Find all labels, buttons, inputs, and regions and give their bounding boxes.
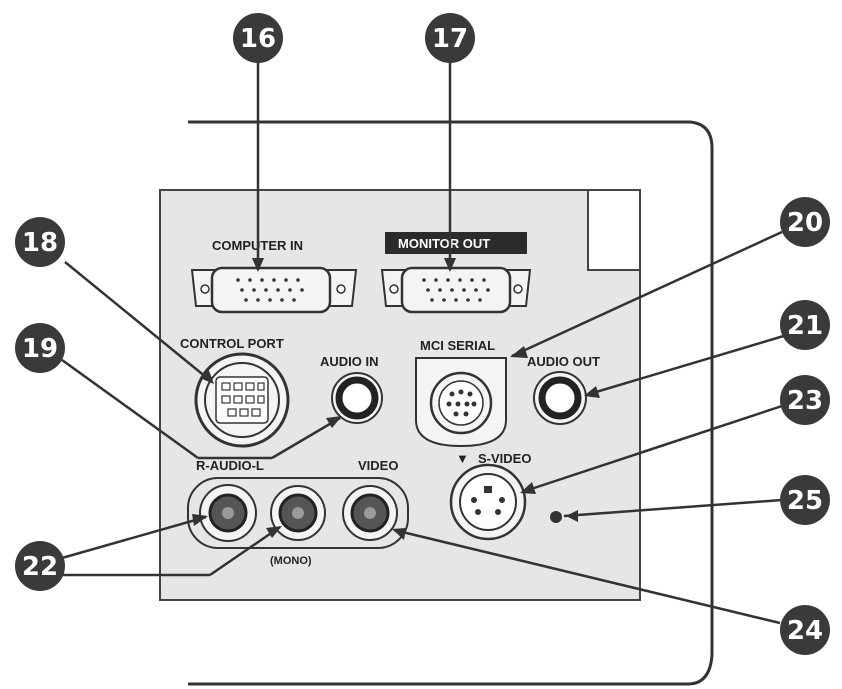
s-video-port (449, 463, 527, 541)
callout-16-badge (233, 13, 283, 63)
callout-23: 23 (787, 386, 823, 416)
panel-notch (587, 189, 641, 271)
callouts: 16 17 18 19 20 21 22 23 24 25 (15, 13, 830, 655)
leader-19c (271, 416, 341, 460)
callout-23-badge (780, 375, 830, 425)
callout-24-badge (780, 605, 830, 655)
audio-in-jack (331, 372, 383, 424)
leader-22a (61, 515, 207, 560)
leader-25 (563, 498, 783, 518)
leader-20 (511, 230, 783, 358)
callout-19: 19 (22, 334, 58, 364)
callout-21-badge (780, 300, 830, 350)
rca-audio-r-jack (199, 484, 257, 542)
rca-audio-l-jack (270, 485, 326, 541)
callout-21: 21 (787, 311, 823, 341)
video-label: VIDEO (358, 458, 398, 473)
callout-22: 22 (22, 552, 58, 582)
mci-serial-port (415, 357, 507, 448)
leader-lines (61, 60, 788, 625)
audio-in-label: AUDIO IN (320, 354, 379, 369)
leader-22c (209, 525, 281, 577)
r-audio-l-label: R-AUDIO-L (196, 458, 264, 473)
callout-20: 20 (787, 208, 823, 238)
callout-25-badge (780, 475, 830, 525)
leader-18 (64, 261, 213, 383)
audio-out-label: AUDIO OUT (527, 354, 600, 369)
rca-group-frame (187, 477, 409, 549)
monitor-out-label: MONITOR OUT (398, 236, 490, 251)
computer-in-port (190, 266, 358, 314)
leader-19 (61, 358, 199, 460)
callout-25: 25 (787, 486, 823, 516)
mono-label: (MONO) (270, 555, 312, 567)
s-video-label: S-VIDEO (478, 451, 531, 466)
callout-20-badge (780, 197, 830, 247)
s-video-marker: ▼ (456, 451, 469, 466)
callout-17: 17 (432, 24, 468, 54)
callout-17-badge (425, 13, 475, 63)
audio-out-jack (533, 371, 587, 425)
leader-23 (521, 404, 783, 494)
callout-18: 18 (22, 228, 58, 258)
monitor-out-port (380, 266, 532, 314)
housing-outline (188, 120, 714, 686)
callout-18-badge (15, 217, 65, 267)
leader-21 (585, 333, 788, 397)
callout-16: 16 (240, 24, 276, 54)
control-port (194, 352, 290, 448)
indicator-hole (550, 511, 562, 523)
callout-22-badge (15, 541, 65, 591)
rca-video-jack (342, 485, 398, 541)
monitor-out-label-bg (385, 232, 527, 254)
mci-serial-label: MCI SERIAL (420, 338, 495, 353)
callout-19-badge (15, 323, 65, 373)
control-port-label: CONTROL PORT (180, 336, 284, 351)
callout-24: 24 (787, 616, 823, 646)
leader-24 (393, 528, 781, 625)
leader-arrowheads (192, 258, 600, 540)
